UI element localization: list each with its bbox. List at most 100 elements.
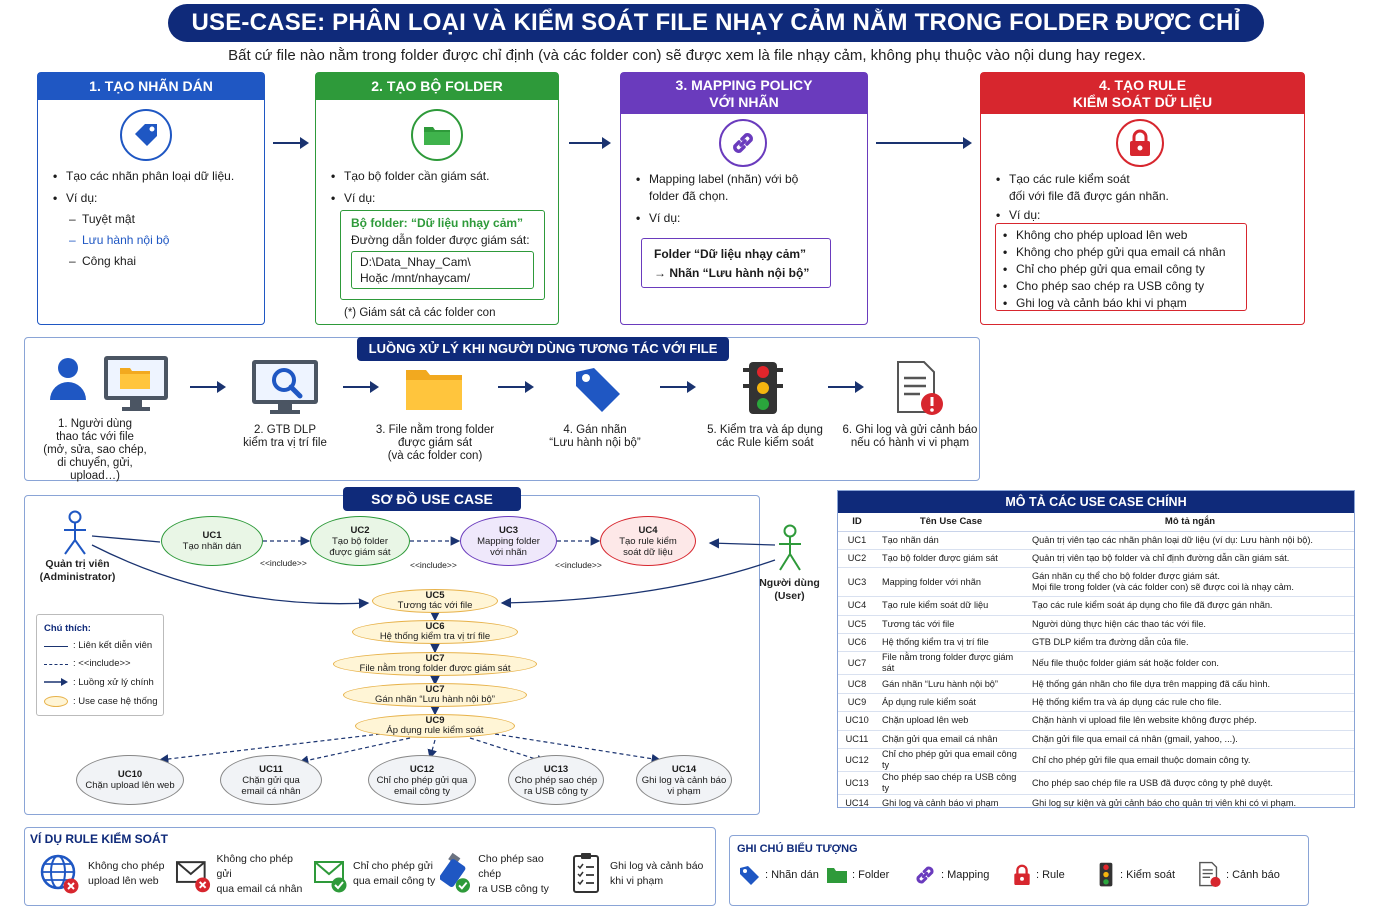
include-label: <<include>> xyxy=(260,558,307,568)
arrow-icon xyxy=(660,381,696,393)
flow-step-5: 5. Kiểm tra và áp dụng các Rule kiểm soá… xyxy=(700,424,830,450)
admin-actor-icon xyxy=(64,510,86,555)
usecase-id-cell: UC6 xyxy=(838,633,876,652)
bullet: Tạo bộ folder cần giám sát. xyxy=(328,168,553,185)
bullet: Ví dụ: xyxy=(993,207,1293,224)
legend-item: : Use case hệ thống xyxy=(73,696,158,707)
usecase-id-cell: UC8 xyxy=(838,674,876,694)
admin-actor-label: Quản trị viên (Administrator) xyxy=(30,558,125,584)
path-label: Đường dẫn folder được giám sát: xyxy=(351,233,530,247)
traffic-light-icon xyxy=(1099,862,1113,887)
column-header: Tên Use Case xyxy=(876,513,1026,532)
table-title: MÔ TẢ CÁC USE CASE CHÍNH xyxy=(838,491,1354,513)
rule-text: qua email công ty xyxy=(353,875,436,887)
flow-step-1: 1. Người dùng thao tác với file (mở, sửa… xyxy=(40,418,150,483)
uc-id: UC2 xyxy=(350,524,370,536)
uc-id: UC9 xyxy=(425,715,445,726)
flow-text: được giám sát xyxy=(397,437,473,449)
title-line: 4. TẠO RULE xyxy=(1098,76,1187,93)
rules-example-box: Không cho phép upload lên web Không cho … xyxy=(995,223,1247,312)
usecase-uc1: UC1 Tạo nhãn dán xyxy=(161,516,263,566)
mail-allowed-icon xyxy=(314,861,347,893)
usecase-name-cell: Gán nhãn “Lưu hành nội bộ” xyxy=(876,674,1026,694)
folder-icon xyxy=(411,109,463,161)
log-alert-icon xyxy=(1199,861,1221,887)
bullet: Ví dụ: xyxy=(328,190,553,207)
usecase-name-cell: Chặn upload lên web xyxy=(876,711,1026,731)
flow-text: 6. Ghi log và gửi cảnh báo xyxy=(842,424,978,436)
lock-icon xyxy=(1014,864,1030,885)
usecase-desc-cell: Quản trị viên tạo các nhãn phân loại dữ … xyxy=(1026,530,1354,550)
flow-text: upload…) xyxy=(70,470,120,482)
usecase-id-cell: UC4 xyxy=(838,596,876,616)
uc-text: Chỉ cho phép gửi qua xyxy=(376,774,468,786)
symbol-label: : Nhãn dán xyxy=(765,869,819,881)
uc-text: với nhãn xyxy=(490,546,527,558)
usecase-uc6: UC6 Hệ thống kiểm tra vị trí file xyxy=(352,620,518,644)
usecase-name-cell: Chặn gửi qua email cá nhân xyxy=(876,729,1026,749)
uc-id: UC3 xyxy=(498,524,518,536)
symbol-item: : Cảnh báo xyxy=(1198,860,1280,890)
label-example: Công khai xyxy=(66,253,260,270)
step-card-mapping: 3. MAPPING POLICY VỚI NHÃN Mapping label… xyxy=(620,72,868,325)
symbol-legend-panel xyxy=(729,835,1309,906)
usecase-uc8: UC7 Gán nhãn “Lưu hành nội bộ” xyxy=(343,683,527,707)
rule-example: Không cho phép gửi qua email cá nhân xyxy=(175,850,310,898)
uc-text: Ghi log và cảnh báo xyxy=(641,774,727,786)
include-label: <<include>> xyxy=(555,560,602,570)
step-title: 3. MAPPING POLICY VỚI NHÃN xyxy=(621,73,867,114)
flow-text: 2. GTB DLP xyxy=(254,424,316,436)
lock-icon xyxy=(1116,119,1164,167)
usecase-name-cell: Mapping folder với nhãn xyxy=(876,567,1026,597)
bullet-text: Mapping label (nhãn) với bộ xyxy=(649,172,799,186)
arrow-icon xyxy=(498,381,534,393)
symbol-label: : Mapping xyxy=(941,869,990,881)
page-title: USE-CASE: PHÂN LOẠI VÀ KIỂM SOÁT FILE NH… xyxy=(168,4,1264,74)
usecase-id-cell: UC13 xyxy=(838,771,876,795)
rule-text: qua email cá nhân xyxy=(216,882,303,895)
uc-text: Tạo nhãn dán xyxy=(182,541,242,552)
uc-id: UC11 xyxy=(259,763,283,775)
uc-text: ra USB công ty xyxy=(524,785,588,797)
usecase-uc14: UC14 Ghi log và cảnh báo vi phạm xyxy=(636,755,732,805)
usecase-id-cell: UC11 xyxy=(838,729,876,749)
step-card-folders: 2. TẠO BỘ FOLDER Tạo bộ folder cần giám … xyxy=(315,72,559,325)
rule-examples-title: VÍ DỤ RULE KIỂM SOÁT xyxy=(30,832,169,846)
flow-text: nếu có hành vi vi phạm xyxy=(850,437,970,449)
usecase-desc-cell: Chặn hành vi upload file lên website khô… xyxy=(1026,711,1354,731)
usecase-desc-cell: Chỉ cho phép gửi file qua email thuộc do… xyxy=(1026,748,1354,772)
usecase-name-cell: Áp dụng rule kiểm soát xyxy=(876,692,1026,712)
uc-text: Tương tác với file xyxy=(397,600,473,611)
user-actor-label: Người dùng (User) xyxy=(752,577,827,603)
uc-text: Mapping folder xyxy=(477,535,540,547)
usecase-desc-cell: Quản trị viên tạo bộ folder và chỉ định … xyxy=(1026,548,1354,568)
uc-id: UC14 xyxy=(671,763,697,775)
title-line: VỚI NHÃN xyxy=(709,93,779,110)
uc-text: Tạo rule kiểm xyxy=(619,535,677,547)
uc-text: Tạo bộ folder xyxy=(332,535,388,547)
include-label: <<include>> xyxy=(410,560,457,570)
legend-item: : <<include>> xyxy=(73,658,131,669)
folder-path: D:\Data_Nhay_Cam\ xyxy=(360,255,471,269)
mail-blocked-icon xyxy=(175,861,211,893)
usecase-uc10: UC10 Chặn upload lên web xyxy=(76,755,184,805)
uc-text: soát dữ liệu xyxy=(623,546,673,558)
usecase-desc-cell: Hệ thống gán nhãn cho file dựa trên mapp… xyxy=(1026,674,1354,694)
flow-step-4: 4. Gán nhãn “Lưu hành nội bộ” xyxy=(540,424,650,450)
checklist-icon xyxy=(573,853,599,893)
tag-icon xyxy=(576,368,620,412)
rule-text: upload lên web xyxy=(88,875,159,887)
rule-text: Không cho phép gửi xyxy=(216,852,294,880)
rule-item: Không cho phép upload lên web xyxy=(1000,227,1242,244)
uc-text: Gán nhãn “Lưu hành nội bộ” xyxy=(375,694,495,705)
